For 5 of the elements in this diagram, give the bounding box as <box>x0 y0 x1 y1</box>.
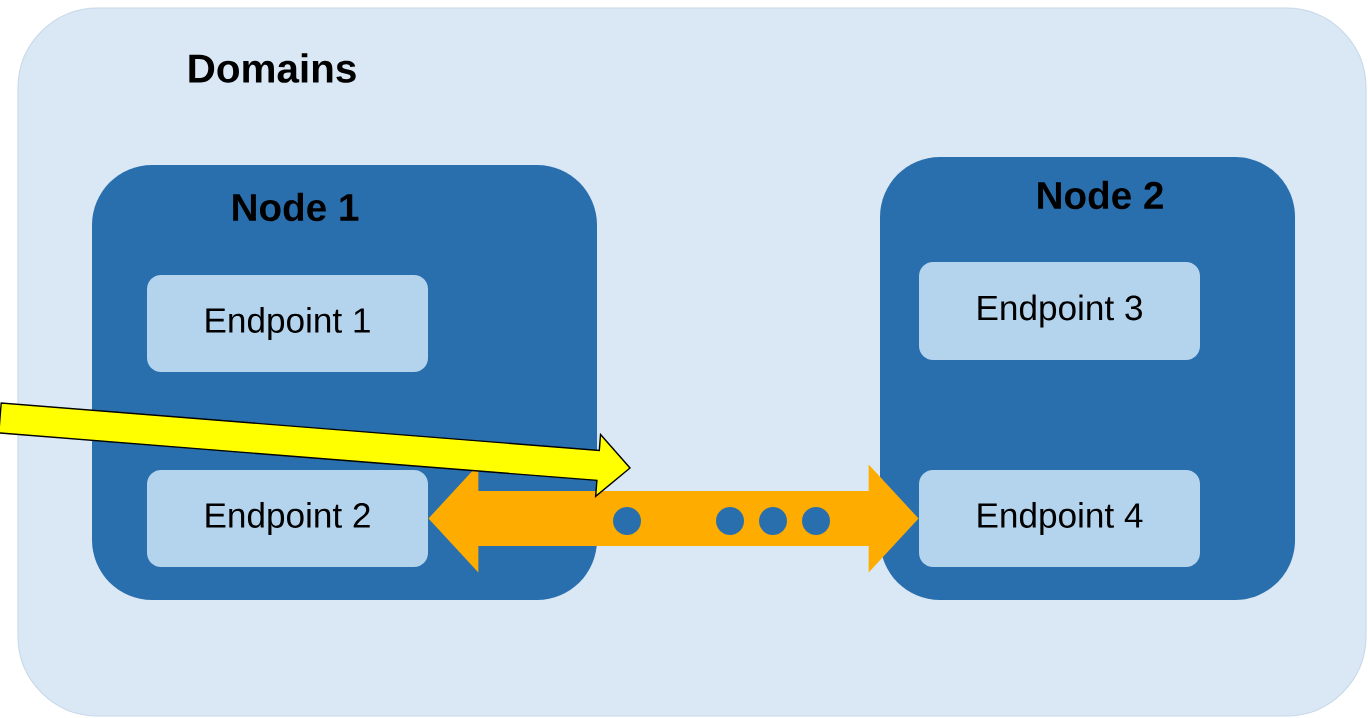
endpoint-box: Endpoint 3 <box>919 262 1200 360</box>
endpoint-box: Endpoint 2 <box>147 470 428 567</box>
endpoint-box: Endpoint 4 <box>919 470 1200 567</box>
arrow <box>0 402 632 498</box>
endpoint-box: Endpoint 1 <box>147 275 428 372</box>
